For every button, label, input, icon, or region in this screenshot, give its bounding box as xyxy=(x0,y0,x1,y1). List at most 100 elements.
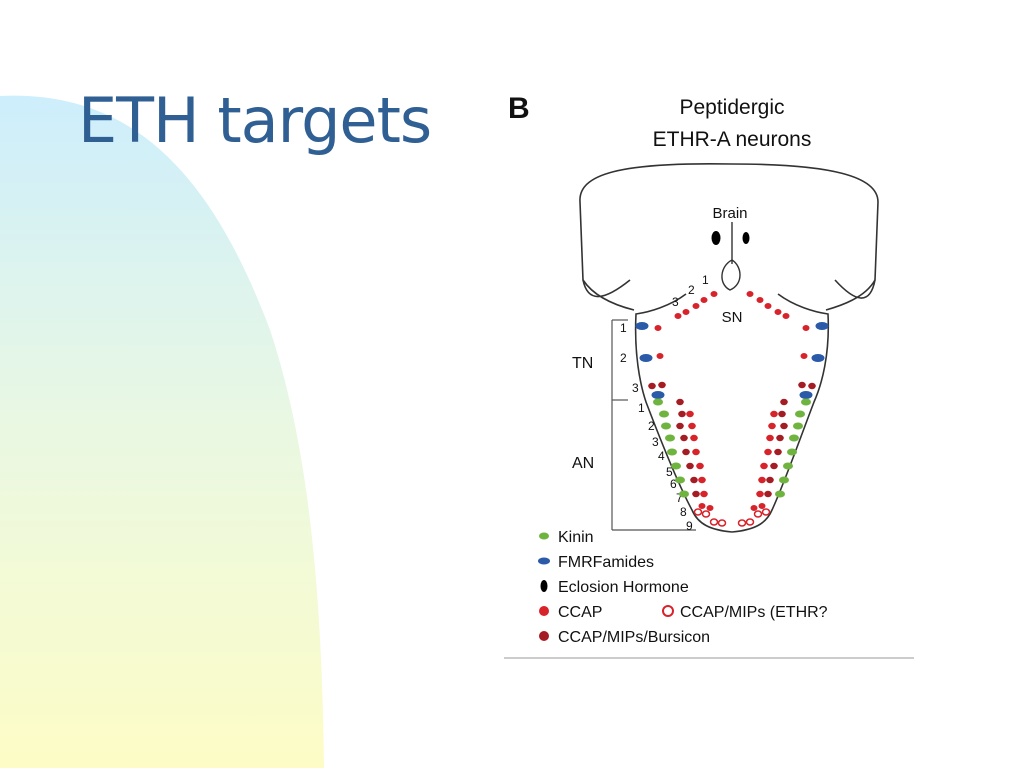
sn-ccap-cell-2-left xyxy=(700,297,708,303)
an6-ccap-cell-2-left xyxy=(696,462,704,470)
an2-kinin-cell-left xyxy=(659,410,669,418)
neuron-diagram-svg: B Peptidergic ETHR-A neurons Brain SN TN… xyxy=(504,92,914,659)
tn3-fmrf-cell-left xyxy=(651,391,665,399)
an4-kinin-cell-right xyxy=(789,434,799,442)
an2-kinin-cell-right xyxy=(795,410,805,418)
sn-ccap-cell-4-right xyxy=(774,309,782,315)
tn3-fmrf-cell-right xyxy=(799,391,813,399)
legend-ccap-mips-ethr-label: CCAP/MIPs (ETHR? xyxy=(680,604,828,621)
sn-ccap-cell-1-right xyxy=(746,291,754,297)
neuron-diagram-figure: B Peptidergic ETHR-A neurons Brain SN TN… xyxy=(500,84,920,664)
legend-kinin-label: Kinin xyxy=(558,529,594,546)
tn1-ccap-cell-right xyxy=(802,325,810,331)
an7-kinin-cell-left xyxy=(675,476,685,484)
an8-ccap-mips-open-b-left xyxy=(701,510,711,518)
figure-heading-line2: ETHR-A neurons xyxy=(653,128,812,151)
legend: Kinin FMRFamides Eclosion Hormone CCAP C… xyxy=(538,529,828,646)
an2-ccap-cell-2-right xyxy=(770,410,778,418)
neuron-cells xyxy=(635,231,829,527)
an-number-8: 8 xyxy=(680,505,687,519)
tn1-ccap-cell-left xyxy=(654,325,662,331)
an5-ccap-cell-1-left xyxy=(682,448,690,456)
brain-lower-edge-left xyxy=(582,279,635,311)
an9-ccap-mips-open-b-right xyxy=(737,519,747,527)
tn1-fmrf-cell-left xyxy=(635,322,649,330)
eh-cell-right xyxy=(742,232,750,244)
an4-ccap-cell-1-left xyxy=(680,434,688,442)
legend-eh-label: Eclosion Hormone xyxy=(558,579,689,596)
an3-ccap-cell-1-left xyxy=(676,422,684,430)
an-number-1: 1 xyxy=(638,401,645,415)
an8-ccap-cell-left xyxy=(698,503,706,509)
an7-kinin-cell-right xyxy=(779,476,789,484)
tn3-bursicon-cell-b-right xyxy=(798,381,806,389)
an7-ccap-cell-1-left xyxy=(690,476,698,484)
an5-ccap-cell-2-right xyxy=(764,448,772,456)
an-number-2: 2 xyxy=(648,419,655,433)
legend-fmrf-swatch xyxy=(538,557,550,565)
an8-ccap-cell-2-left xyxy=(700,490,708,498)
an8-ccap-cell-1-left xyxy=(692,490,700,498)
tn2-ccap-cell-right xyxy=(800,353,808,359)
sn-ccap-cell-5-right xyxy=(782,313,790,319)
an2-ccap-cell-1-left xyxy=(678,410,686,418)
an4-kinin-cell-left xyxy=(665,434,675,442)
an3-ccap-cell-2-right xyxy=(768,422,776,430)
an8-kinin-cell-right xyxy=(775,490,785,498)
an3-kinin-cell-right xyxy=(793,422,803,430)
sn-label: SN xyxy=(722,309,743,326)
an8-ccap-mips-open-a-right xyxy=(761,508,771,516)
sn-ccap-cell-3-left xyxy=(692,303,700,309)
tn-number-2: 2 xyxy=(620,351,627,365)
an-label: AN xyxy=(572,455,594,472)
tn1-fmrf-cell-right xyxy=(815,322,829,330)
an8-ccap-cell-2-right xyxy=(756,490,764,498)
eh-cell-left xyxy=(711,231,721,245)
legend-kinin-swatch xyxy=(539,532,549,540)
tn3-bursicon-cell-a-left xyxy=(648,382,656,390)
sn-number-3: 3 xyxy=(672,295,679,309)
an3-ccap-cell-1-right xyxy=(780,422,788,430)
legend-ccap-label: CCAP xyxy=(558,604,602,621)
an4-ccap-cell-1-right xyxy=(776,434,784,442)
an7-ccap-cell-1-right xyxy=(766,476,774,484)
tn-number-1: 1 xyxy=(620,321,627,335)
an6-kinin-cell-right xyxy=(783,462,793,470)
tn2-fmrf-cell-left xyxy=(639,354,653,362)
panel-letter: B xyxy=(508,92,530,125)
legend-ccap-mips-ethr-swatch xyxy=(662,605,674,617)
an6-ccap-cell-1-left xyxy=(686,462,694,470)
sn-ccap-cell-4-left xyxy=(682,309,690,315)
brain-lower-edge-right xyxy=(825,279,876,311)
an7-ccap-cell-2-right xyxy=(758,476,766,484)
an2-ccap-cell-2-left xyxy=(686,410,694,418)
an8-kinin-cell-left xyxy=(679,490,689,498)
an8-ccap-mips-open-b-right xyxy=(753,510,763,518)
tn3-bursicon-cell-b-left xyxy=(658,381,666,389)
sn-number-1: 1 xyxy=(702,273,709,287)
an-number-7: 7 xyxy=(676,491,683,505)
an9-ccap-mips-open-a-right xyxy=(745,518,755,526)
slide-title: ETH targets xyxy=(78,84,432,157)
an7-ccap-cell-2-left xyxy=(698,476,706,484)
an5-kinin-cell-left xyxy=(667,448,677,456)
an9-ccap-mips-open-a-left xyxy=(709,518,719,526)
an8-ccap-mips-open-a-left xyxy=(693,508,703,516)
vnc-outline-right xyxy=(731,293,830,533)
brain-outline xyxy=(579,162,879,299)
an1-kinin-cell-left xyxy=(653,398,663,406)
tn2-fmrf-cell-right xyxy=(811,354,825,362)
brain-label: Brain xyxy=(712,205,747,222)
an6-kinin-cell-left xyxy=(671,462,681,470)
tn-label: TN xyxy=(572,355,593,372)
an-number-4: 4 xyxy=(658,449,665,463)
an-number-6: 6 xyxy=(670,477,677,491)
sn-ccap-cell-5-left xyxy=(674,313,682,319)
an-number-9: 9 xyxy=(686,519,693,533)
figure-heading-line1: Peptidergic xyxy=(679,96,784,119)
an8-ccap-cell-b-left xyxy=(706,505,714,511)
an8-ccap-cell-b-right xyxy=(750,505,758,511)
an3-kinin-cell-left xyxy=(661,422,671,430)
legend-fmrf-label: FMRFamides xyxy=(558,554,654,571)
